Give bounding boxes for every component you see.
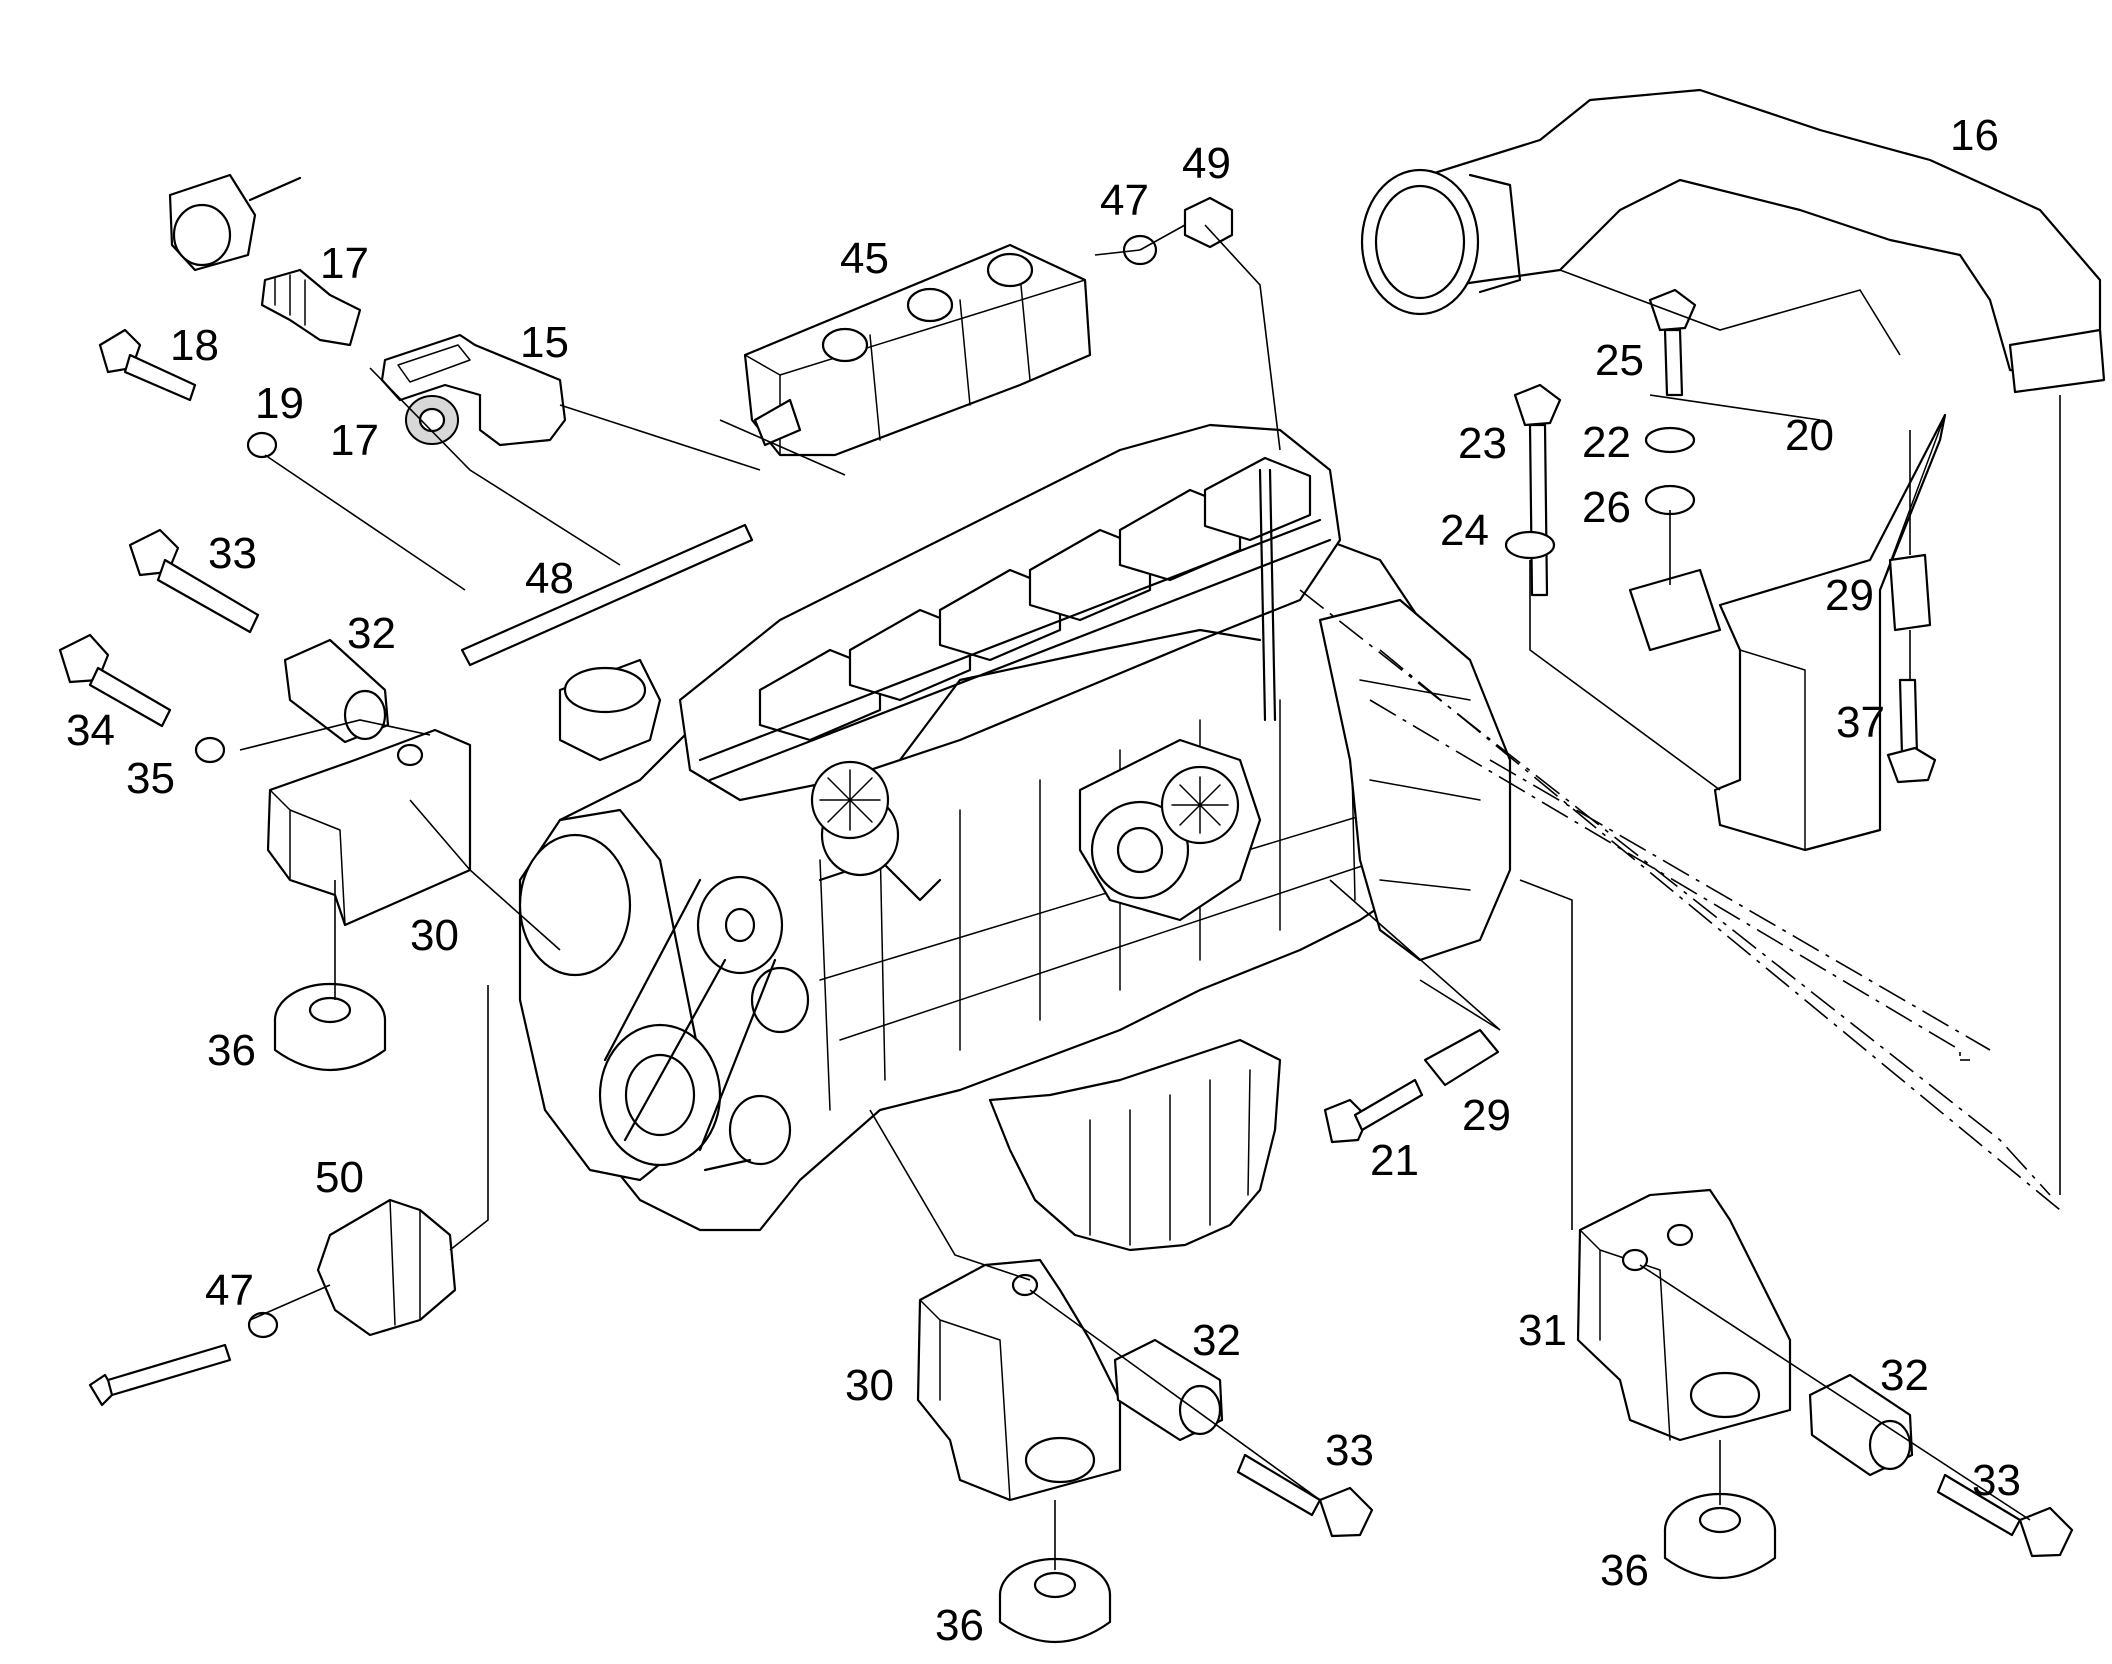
callout-47-top: 47 bbox=[1100, 176, 1149, 225]
callout-45: 45 bbox=[840, 234, 889, 283]
callout-47-lower: 47 bbox=[205, 1266, 254, 1315]
part-15-bracket bbox=[380, 333, 567, 447]
leader-lines bbox=[239, 224, 2061, 1570]
callout-24: 24 bbox=[1440, 506, 1489, 555]
callout-30-center: 30 bbox=[845, 1361, 894, 1410]
callout-32-center: 32 bbox=[1192, 1316, 1241, 1365]
callout-29-lower: 29 bbox=[1462, 1091, 1511, 1140]
part-33-bolt-right bbox=[1936, 1473, 2074, 1558]
callout-22: 22 bbox=[1582, 418, 1631, 467]
callout-20: 20 bbox=[1785, 411, 1834, 460]
callout-32-left: 32 bbox=[347, 609, 396, 658]
callout-29-upper: 29 bbox=[1825, 571, 1874, 620]
callout-26: 26 bbox=[1582, 483, 1631, 532]
callout-31: 31 bbox=[1518, 1306, 1567, 1355]
callout-labels: 15 16 17 17 18 19 20 21 22 23 24 25 26 2… bbox=[66, 111, 2021, 1650]
callout-37: 37 bbox=[1836, 698, 1885, 747]
part-18-bolt bbox=[98, 328, 197, 402]
sensor-connector bbox=[168, 173, 302, 272]
callout-17-sensor: 17 bbox=[320, 239, 369, 288]
part-23-bolt bbox=[1513, 383, 1562, 597]
part-25-bolt bbox=[1648, 288, 1697, 397]
oil-pan bbox=[988, 1038, 1282, 1252]
callout-25: 25 bbox=[1595, 336, 1644, 385]
part-47-washer-lower bbox=[247, 1311, 279, 1339]
part-26-washer bbox=[1644, 484, 1696, 516]
part-48-stud bbox=[460, 523, 754, 667]
callout-19: 19 bbox=[255, 379, 304, 428]
callout-36-center: 36 bbox=[935, 1601, 984, 1650]
part-33-bolt-center bbox=[1236, 1453, 1374, 1538]
callout-32-right: 32 bbox=[1880, 1351, 1929, 1400]
part-37-bolt bbox=[1886, 678, 1937, 784]
drive-belt bbox=[603, 878, 777, 1172]
callout-30-left: 30 bbox=[410, 911, 459, 960]
part-35-washer bbox=[194, 736, 226, 764]
callout-49: 49 bbox=[1182, 139, 1231, 188]
part-36-mount-center bbox=[998, 1557, 1112, 1644]
part-45-hydraulic-pump bbox=[743, 243, 1092, 457]
callout-33-center: 33 bbox=[1325, 1426, 1374, 1475]
callout-48: 48 bbox=[525, 554, 574, 603]
socket-bolt bbox=[88, 1343, 232, 1407]
callout-16: 16 bbox=[1950, 111, 1999, 160]
callout-15: 15 bbox=[520, 318, 569, 367]
part-33-bolt-left bbox=[128, 528, 260, 634]
part-36-mount-left bbox=[273, 982, 387, 1072]
callout-50: 50 bbox=[315, 1153, 364, 1202]
callout-36-left: 36 bbox=[207, 1026, 256, 1075]
turbocharger bbox=[1078, 738, 1262, 922]
part-30-bracket-left bbox=[266, 728, 472, 927]
callout-21: 21 bbox=[1370, 1136, 1419, 1185]
callout-35: 35 bbox=[126, 754, 175, 803]
engine-assembly bbox=[518, 423, 1512, 1252]
callout-33-left: 33 bbox=[208, 529, 257, 578]
part-17-sensor bbox=[260, 268, 362, 347]
part-50-actuator bbox=[316, 1198, 457, 1337]
flywheel-housing bbox=[1318, 598, 1512, 962]
part-29-spacer-upper bbox=[1888, 553, 1932, 632]
part-24-washer bbox=[1504, 530, 1556, 560]
part-20-bracket bbox=[1713, 413, 1947, 852]
callout-23: 23 bbox=[1458, 419, 1507, 468]
part-29-spacer-lower bbox=[1423, 1028, 1500, 1087]
part-21-bolt bbox=[1323, 1078, 1424, 1144]
part-22-washer bbox=[1644, 426, 1696, 454]
part-19-washer bbox=[246, 431, 278, 459]
part-34-bolt bbox=[58, 633, 172, 728]
callout-18: 18 bbox=[170, 321, 219, 370]
callout-33-right: 33 bbox=[1972, 1456, 2021, 1505]
part-16-intake-pipe bbox=[1360, 88, 2106, 394]
part-36-mount-right bbox=[1663, 1492, 1777, 1580]
callout-17-gasket: 17 bbox=[330, 416, 379, 465]
callout-36-right: 36 bbox=[1600, 1546, 1649, 1595]
callout-34: 34 bbox=[66, 706, 115, 755]
part-49-nut bbox=[1183, 196, 1234, 249]
